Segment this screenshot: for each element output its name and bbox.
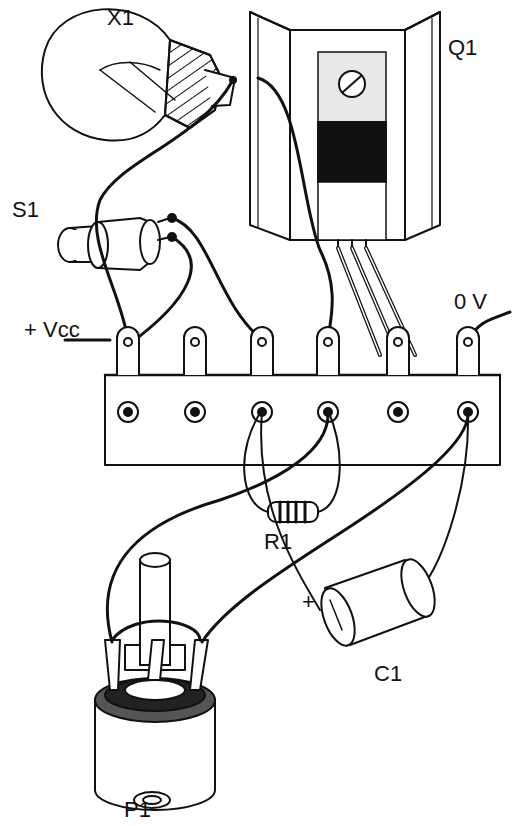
wires	[65, 78, 510, 345]
solder-lug	[251, 327, 273, 375]
lug-hole	[258, 338, 266, 346]
solder-lug	[184, 327, 206, 375]
lug-hole	[191, 338, 199, 346]
lamp	[42, 9, 262, 140]
solder-lug	[117, 327, 139, 375]
terminal-lugs	[117, 327, 479, 422]
strip-hole-center	[191, 408, 199, 416]
solder-lug	[317, 327, 339, 375]
part-label: C1	[372, 662, 404, 686]
terminal-label: 0 V	[452, 290, 489, 314]
strip-hole	[118, 402, 138, 422]
heatsink	[250, 12, 440, 240]
capacitor	[261, 412, 468, 650]
part-label: X1	[105, 6, 136, 30]
solder-lug	[387, 327, 409, 375]
solder-lug	[457, 327, 479, 375]
lug-hole	[124, 338, 132, 346]
strip-hole	[185, 402, 205, 422]
strip-hole	[388, 402, 408, 422]
lug-hole	[324, 338, 332, 346]
part-label: Q1	[446, 36, 479, 60]
part-label: R1	[262, 530, 294, 554]
polarity-mark: +	[300, 590, 317, 614]
strip-hole-center	[124, 408, 132, 416]
terminal-label: + Vcc	[22, 318, 82, 342]
strip-hole-center	[394, 408, 402, 416]
terminal-strip	[105, 375, 500, 465]
lug-hole	[394, 338, 402, 346]
part-label: P1	[122, 798, 153, 822]
potentiometer	[95, 412, 468, 810]
switch	[58, 214, 176, 270]
part-label: S1	[10, 198, 41, 222]
lug-hole	[464, 338, 472, 346]
